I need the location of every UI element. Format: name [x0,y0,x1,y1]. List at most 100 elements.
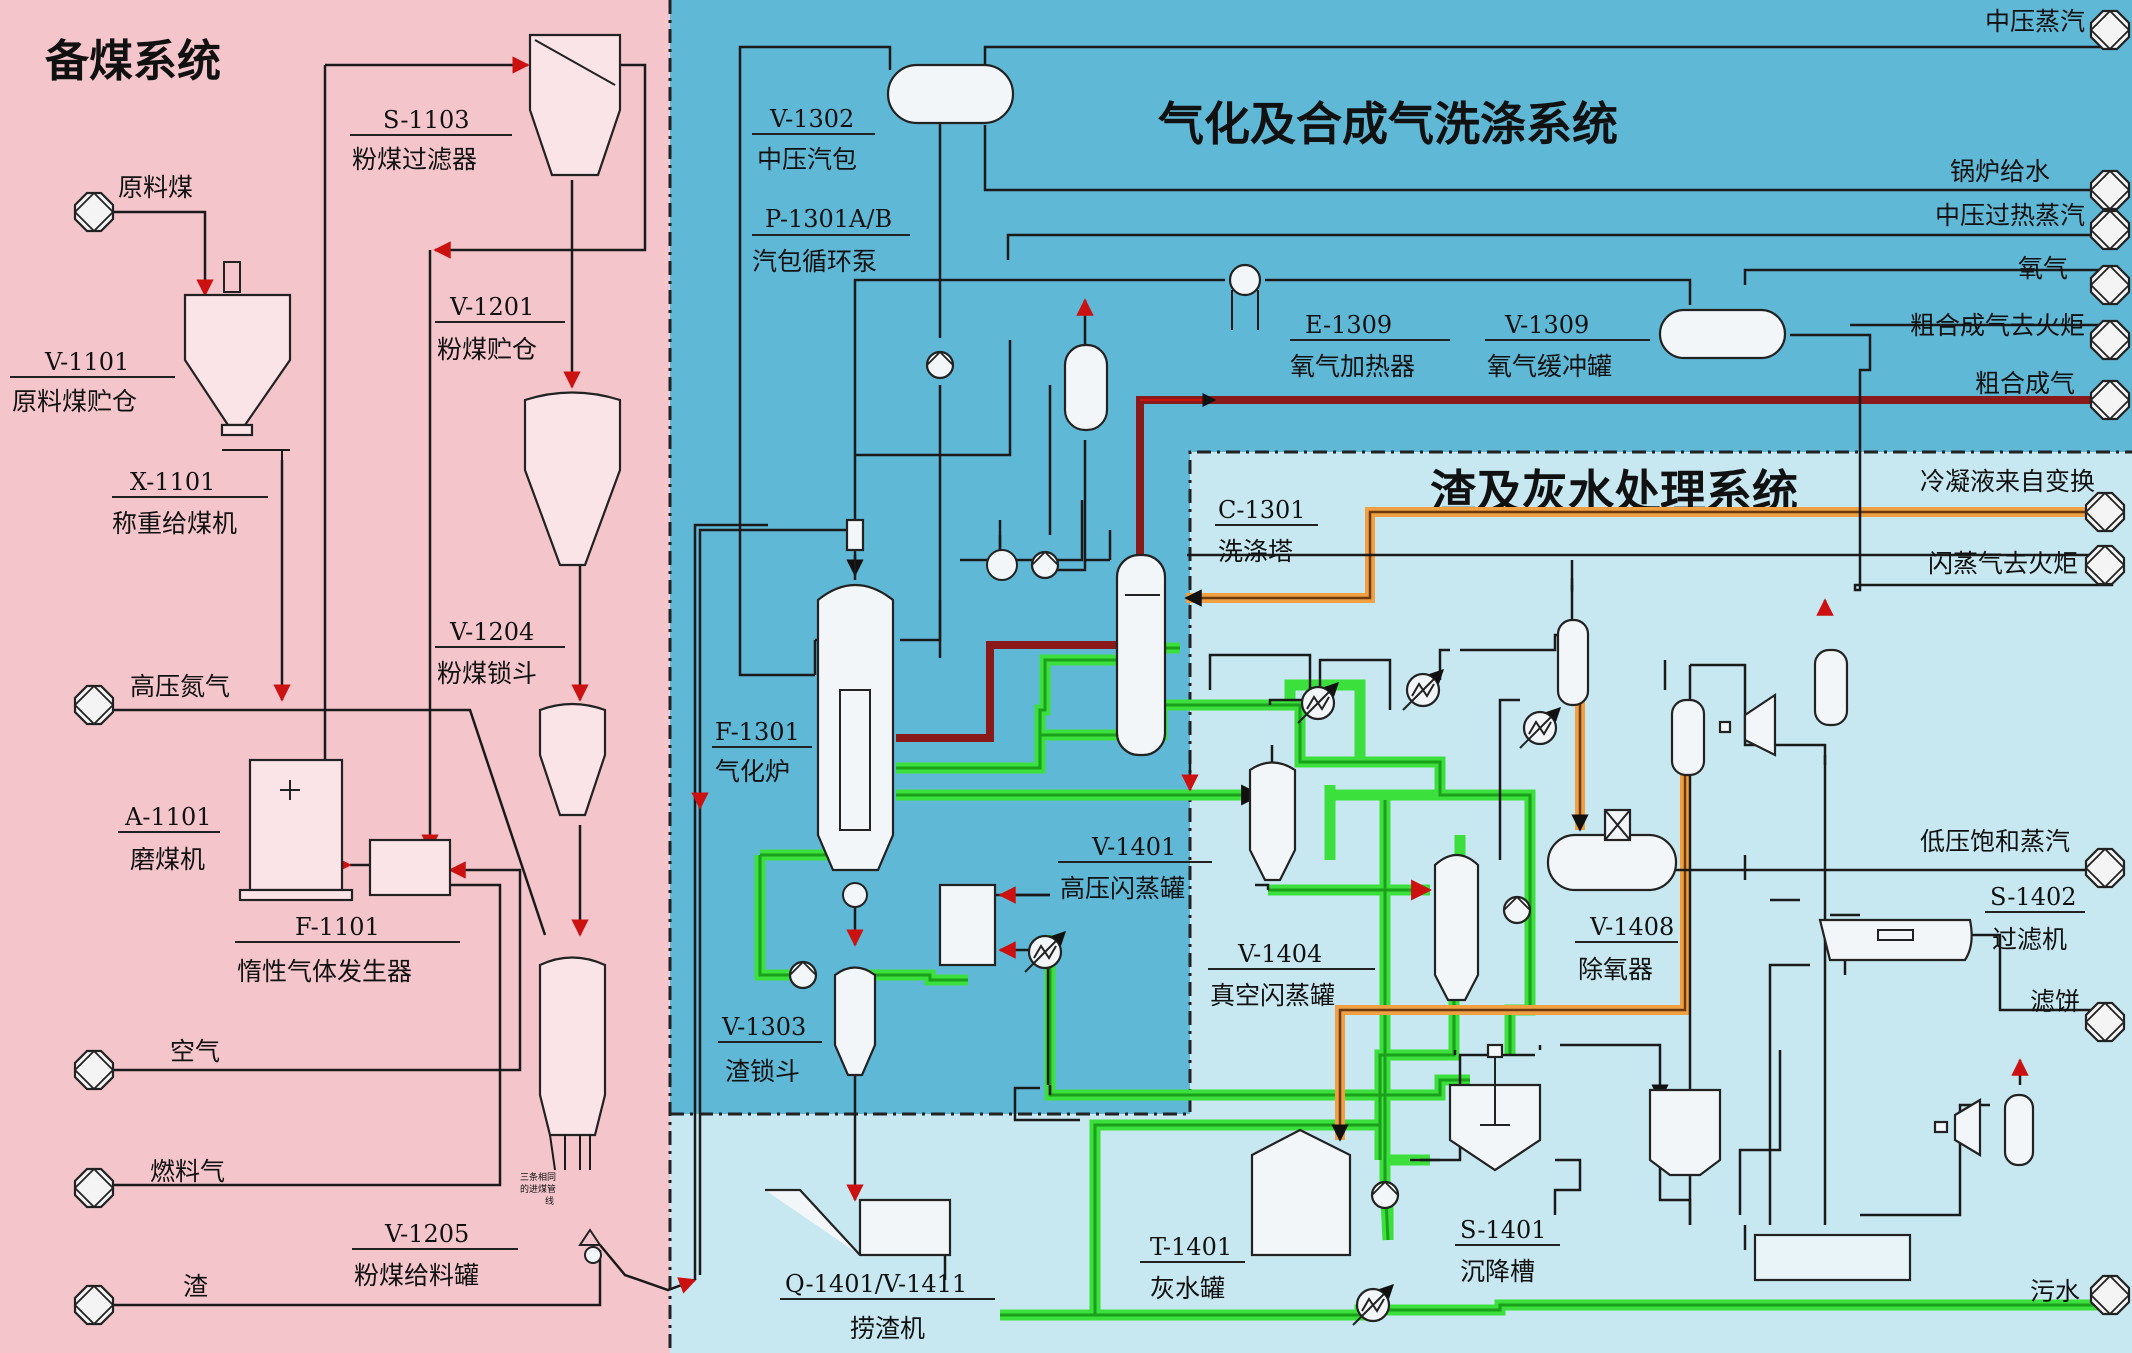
label-t1401: T-1401 灰水罐 [1140,1233,1245,1303]
in-oxygen-label: 氧气 [2018,254,2068,283]
coal-storage [523,391,622,567]
name-v1408: 除氧器 [1578,955,1653,984]
deaerator [1502,808,1678,925]
in-condensate-label: 冷凝液来自变换 [1920,467,2095,496]
label-v1201: V-1201 粉煤贮仓 [435,293,565,364]
tag-f1101: F-1101 [295,913,380,941]
section-title-gasification: 气化及合成气洗涤系统 [1158,97,1618,151]
tag-t1401: T-1401 [1150,1233,1232,1261]
in-boiler-feedwater: 锅炉给水 [1950,157,2131,211]
section-title-coal: 备煤系统 [45,36,221,87]
name-v1303: 渣锁斗 [725,1057,800,1086]
tag-s1401: S-1401 [1460,1216,1547,1244]
hx-gasifier [986,549,1060,581]
coal-feed-tank: 三条相同 的进煤管 线 [520,956,607,1264]
vessel-v1 [1556,618,1590,707]
label-s1402: S-1402 过滤机 [1985,883,2085,954]
tag-e1309: E-1309 [1305,311,1392,339]
in-lp-saturated-steam: 低压饱和蒸汽 [1920,827,2126,889]
out-syngas-flare-label: 粗合成气去火炬 [1910,311,2085,340]
tag-s1103: S-1103 [383,106,470,134]
oxygen-buffer-tank [1658,308,1787,360]
input-hp-nitrogen-label: 高压氮气 [130,672,230,701]
name-c1301: 洗涤塔 [1218,537,1293,566]
label-s1401: S-1401 沉降槽 [1455,1216,1560,1286]
label-v1303: V-1303 渣锁斗 [718,1013,822,1086]
label-v1302: V-1302 中压汽包 [752,105,875,174]
coal-filter [528,33,622,177]
label-p1301: P-1301A/B 汽包循环泵 [752,205,910,276]
tag-v1303: V-1303 [721,1013,806,1041]
tank-small [1648,1088,1722,1177]
compressor-1 [1718,692,1777,757]
label-v1404: V-1404 真空闪蒸罐 [1208,940,1375,1010]
input-fuel-gas: 燃料气 [73,1157,225,1209]
in-oxygen: 氧气 [2018,254,2131,306]
name-s1401: 沉降槽 [1460,1257,1535,1286]
name-v1101: 原料煤贮仓 [12,387,137,416]
label-v1204: V-1204 粉煤锁斗 [435,618,565,688]
tag-s1402: S-1402 [1990,883,2077,911]
tag-v1401: V-1401 [1091,833,1176,861]
tag-x1101: X-1101 [130,468,215,496]
label-s1103: S-1103 粉煤过滤器 [350,106,512,174]
name-v1302: 中压汽包 [757,145,857,174]
coal-bunker [183,261,292,470]
name-a1101: 磨煤机 [130,845,205,874]
label-f1101: F-1101 惰性气体发生器 [235,913,460,986]
in-boiler-feedwater-label: 锅炉给水 [1950,157,2050,186]
coal-mill [238,758,354,902]
name-v1309: 氧气缓冲罐 [1487,352,1612,381]
ash-water-tank [1250,1128,1400,1257]
column-mid [1433,853,1480,1002]
coal-lockhopper [538,702,607,817]
in-lp-saturated-steam-label: 低压饱和蒸汽 [1920,827,2070,856]
note-line-3: 线 [545,1195,554,1207]
oxygen-heater [1228,263,1262,330]
drum-pump [925,350,955,380]
out-waste-water-label: 污水 [2030,1277,2080,1306]
steam-drum [886,63,1015,125]
vessel-v4 [2003,1093,2035,1167]
tag-v1408: V-1408 [1589,913,1674,941]
slag-scraper [765,1188,952,1257]
flash-vessel-hp [938,883,997,967]
label-a1101: A-1101 磨煤机 [118,803,220,874]
label-c1301: C-1301 洗涤塔 [1215,496,1318,566]
name-v1205: 粉煤给料罐 [354,1261,479,1290]
name-v1201: 粉煤贮仓 [437,335,537,364]
note-line-1: 三条相同 [520,1171,556,1183]
tag-v1205: V-1205 [384,1220,469,1248]
label-v1401: V-1401 高压闪蒸罐 [1058,833,1212,903]
label-v1408: V-1408 除氧器 [1575,913,1678,984]
input-raw-coal: 原料煤 [73,173,193,233]
input-fuel-gas-label: 燃料气 [150,1157,225,1186]
filter-press [1818,918,1973,962]
coal-prep-lines [112,56,768,1307]
slag-lockhopper [833,966,877,1077]
out-mp-superheated-steam: 中压过热蒸汽 [1935,201,2131,251]
vessel-small-1 [1063,343,1109,432]
name-q1401: 捞渣机 [850,1314,925,1343]
out-raw-syngas-label: 粗合成气 [1975,369,2075,398]
out-mp-steam-label: 中压蒸汽 [1985,7,2085,36]
tag-v1302: V-1302 [769,105,854,133]
name-v1204: 粉煤锁斗 [437,659,537,688]
tag-v1404: V-1404 [1237,940,1322,968]
tag-v1201: V-1201 [449,293,534,321]
vessel-v3 [1813,648,1849,727]
tag-c1301: C-1301 [1218,496,1306,524]
input-raw-coal-label: 原料煤 [118,173,193,202]
out-syngas-flare: 粗合成气去火炬 [1910,311,2131,361]
scrubber [1115,553,1167,757]
out-mp-superheated-steam-label: 中压过热蒸汽 [1935,201,2085,230]
label-q1401: Q-1401/V-1411 捞渣机 [780,1270,995,1343]
name-e1309: 氧气加热器 [1290,352,1415,381]
input-hp-nitrogen: 高压氮气 [73,672,230,726]
vacuum-flash-tank [1248,761,1297,882]
label-e1309: E-1309 氧气加热器 [1290,311,1450,381]
vessel-v2 [1670,698,1706,777]
label-v1309: V-1309 氧气缓冲罐 [1485,311,1650,381]
label-v1101: V-1101 原料煤贮仓 [10,348,175,416]
